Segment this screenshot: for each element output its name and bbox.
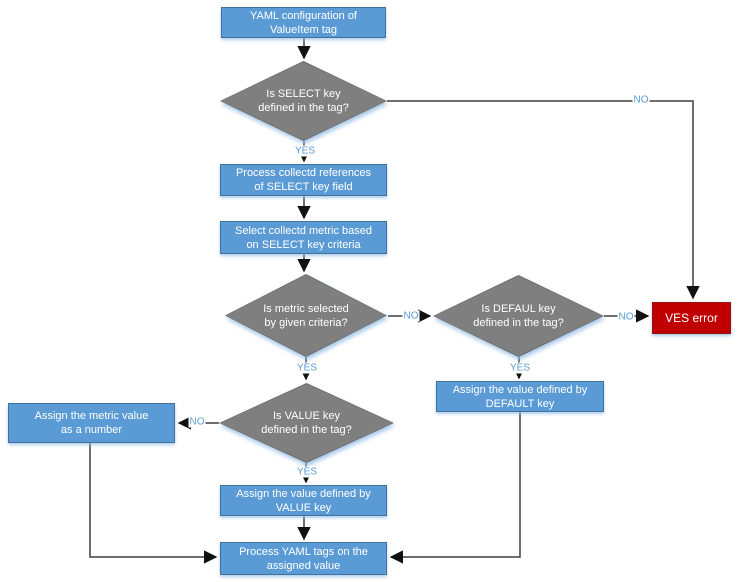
node-text: Is VALUE key: [272, 410, 341, 422]
node-text: VES error: [665, 311, 718, 325]
edge-label-yes: YES: [508, 362, 532, 374]
assign-number-node: Assign the metric value as a number: [8, 403, 175, 443]
edge-select-no-to-error: [387, 100, 700, 300]
node-text: VALUE key: [275, 501, 332, 514]
edge-label-yes: YES: [293, 145, 317, 157]
node-text: Process YAML tags on the: [239, 545, 368, 558]
node-text: Select collectd metric based: [235, 224, 372, 237]
node-text: defined in the tag?: [258, 102, 349, 114]
assign-value-node: Assign the value defined by VALUE key: [220, 485, 387, 516]
node-text: by given criteria?: [264, 316, 348, 329]
node-text: ValueItem tag: [269, 23, 338, 36]
node-text: YAML configuration of: [249, 9, 357, 22]
edge-label-no: NO: [617, 311, 635, 323]
select-decision-node: Is SELECT key defined in the tag?: [220, 61, 387, 141]
node-text: as a number: [60, 424, 123, 436]
node-text: Is SELECT key: [266, 88, 341, 100]
edge-label-no: NO: [632, 94, 650, 106]
node-text: DEFAULT key: [485, 397, 555, 410]
node-text: Assign the metric value: [34, 410, 149, 422]
process-tags-node: Process YAML tags on the assigned value: [220, 542, 387, 575]
edge-label-yes: YES: [295, 466, 319, 478]
node-text: Is DEFAUL key: [481, 303, 556, 315]
value-decision-node: Is VALUE key defined in the tag?: [219, 383, 394, 463]
process-references-node: Process collectd references of SELECT ke…: [220, 164, 387, 196]
edge-assignnumber-to-processtags: [89, 443, 218, 564]
node-text: assigned value: [266, 559, 341, 572]
edge-label-no: NO: [402, 310, 420, 322]
ves-error-node: VES error: [652, 302, 731, 334]
node-text: defined in the tag?: [261, 424, 352, 436]
node-text: on SELECT key criteria: [246, 238, 361, 251]
assign-default-node: Assign the value defined by DEFAULT key: [436, 381, 604, 412]
node-text: Is metric selected: [263, 302, 349, 315]
node-text: of SELECT key field: [254, 181, 353, 193]
edge-label-yes: YES: [295, 362, 319, 374]
node-text: Assign the value defined by: [452, 383, 588, 396]
default-decision-node: Is DEFAUL key defined in the tag?: [433, 275, 604, 357]
select-metric-node: Select collectd metric based on SELECT k…: [220, 221, 387, 254]
node-text: defined in the tag?: [473, 317, 564, 329]
metric-decision-node: Is metric selected by given criteria?: [225, 274, 387, 357]
edge-assigndefault-to-processtags: [389, 412, 521, 564]
node-text: Process collectd references: [235, 167, 372, 179]
node-text: Assign the value defined by: [236, 487, 371, 500]
start-node: YAML configuration of ValueItem tag: [221, 7, 386, 38]
edge-label-no: NO: [188, 416, 206, 428]
